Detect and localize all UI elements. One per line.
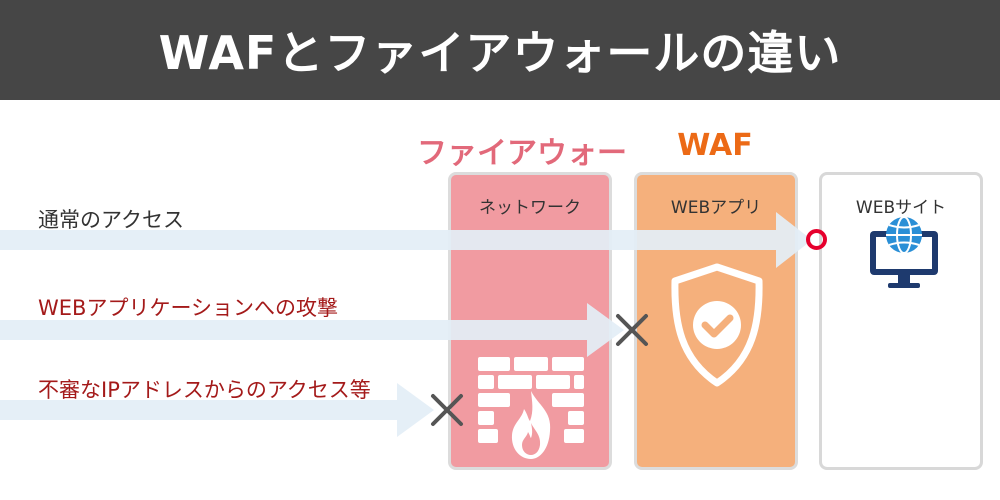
brick-wall-fire-icon xyxy=(478,357,584,459)
shield-check-icon xyxy=(671,263,763,387)
website-box-title: WEBサイト xyxy=(855,198,947,218)
waf-label: WAF xyxy=(677,128,753,163)
flow-label-webapp-attack: WEBアプリケーションへの攻撃 xyxy=(38,296,339,320)
page-title: WAFとファイアウォールの違い xyxy=(158,26,842,80)
blocked-cross-icon-firewall xyxy=(431,394,463,426)
allowed-circle-icon xyxy=(806,229,827,250)
header-bar: WAFとファイアウォールの違い xyxy=(0,0,1000,100)
blocked-cross-icon-waf xyxy=(616,314,648,346)
website-box: WEBサイト xyxy=(819,172,983,470)
firewall-box-title: ネットワーク xyxy=(479,198,581,218)
normal-access-arrow xyxy=(0,212,812,268)
flow-label-suspicious-ip: 不審なIPアドレスからのアクセス等 xyxy=(38,378,371,402)
suspicious-ip-arrow xyxy=(0,383,434,437)
waf-box: WEBアプリ xyxy=(634,172,798,470)
monitor-globe-icon xyxy=(870,216,938,288)
waf-box-title: WEBアプリ xyxy=(670,198,762,218)
webapp-attack-arrow xyxy=(0,303,624,357)
flow-label-normal: 通常のアクセス xyxy=(38,208,184,232)
